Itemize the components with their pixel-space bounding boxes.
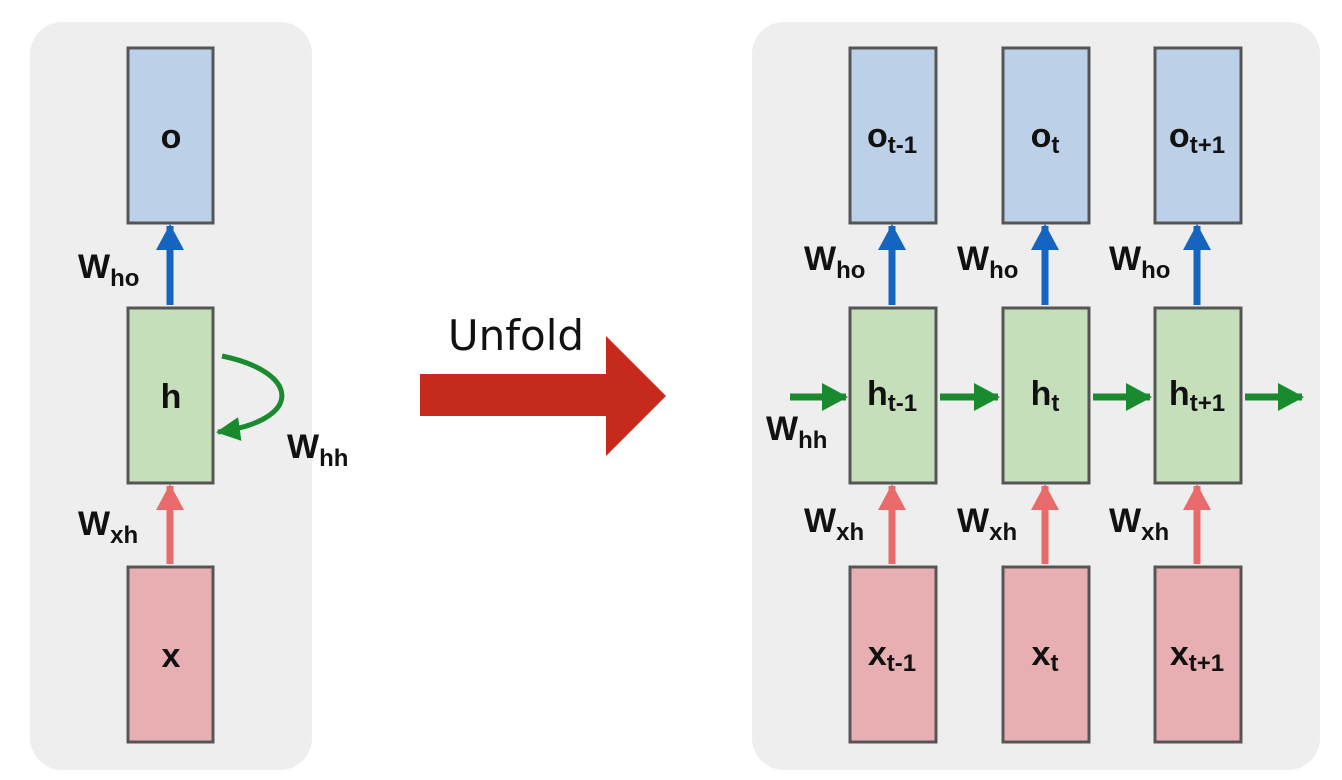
unfolded-step-2: ot ht xt Who Wxh: [957, 46, 1091, 744]
w-ho-label-t-minus-1: Who: [804, 240, 865, 284]
folded-w-ho-label: Who: [78, 248, 139, 292]
w-ho-label-t-plus-1: Who: [1109, 240, 1170, 284]
unfolded-step-3: ot+1 ht+1 xt+1 Who Wxh: [1109, 46, 1243, 744]
folded-w-xh-label: Wxh: [78, 505, 138, 549]
output-box-t-plus-1: [1153, 46, 1243, 225]
hidden-label-t-plus-1: ht+1: [1169, 375, 1225, 417]
output-label-t-plus-1: ot+1: [1169, 117, 1225, 159]
hidden-box-t-plus-1: [1153, 306, 1243, 485]
input-box-t-plus-1: [1153, 565, 1243, 744]
input-label-t: xt: [1032, 635, 1059, 677]
input-label-t-minus-1: xt-1: [868, 635, 916, 677]
folded-hidden-label: h: [161, 378, 182, 416]
hidden-label-t: ht: [1031, 375, 1060, 417]
unfolded-step-1: ot-1 ht-1 xt-1 Who Wxh: [804, 46, 938, 744]
w-xh-label-t-minus-1: Wxh: [804, 502, 864, 546]
hidden-label-t-minus-1: ht-1: [867, 375, 917, 417]
output-box-t: [1001, 46, 1091, 225]
w-ho-label-t: Who: [957, 240, 1018, 284]
unfold-arrow: [420, 336, 666, 456]
w-xh-label-t: Wxh: [957, 502, 1017, 546]
output-label-t-minus-1: ot-1: [867, 117, 917, 159]
folded-w-hh-label: Whh: [287, 428, 348, 472]
input-box-t-minus-1: [848, 565, 938, 744]
folded-output-label: o: [161, 118, 182, 156]
unfold-label: Unfold: [448, 311, 584, 360]
unfolded-w-hh-label: Whh: [766, 410, 827, 454]
hidden-box-t-minus-1: [848, 306, 938, 485]
hidden-box-t: [1001, 306, 1091, 485]
input-box-t: [1001, 565, 1091, 744]
output-label-t: ot: [1031, 117, 1060, 159]
folded-hidden-box: h: [126, 306, 215, 485]
output-box-t-minus-1: [848, 46, 938, 225]
folded-input-box: x: [126, 565, 215, 744]
folded-w-hh-loop-arrow: [216, 353, 285, 441]
w-xh-label-t-plus-1: Wxh: [1109, 502, 1169, 546]
folded-output-box: o: [126, 46, 215, 225]
input-label-t-plus-1: xt+1: [1170, 635, 1224, 677]
folded-input-label: x: [162, 637, 181, 675]
